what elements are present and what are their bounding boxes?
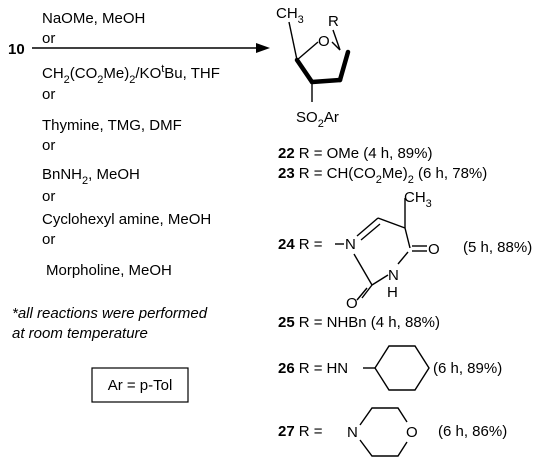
condition-malonate: CH2(CO2Me)2/KOtBu, THF xyxy=(42,63,220,86)
reaction-conditions: NaOMe, MeOH or CH2(CO2Me)2/KOtBu, THF or… xyxy=(42,10,220,279)
thymine-n3: N xyxy=(388,267,399,284)
condition-or: or xyxy=(42,30,55,47)
bond-n1-c6 xyxy=(356,217,379,237)
bond-c4-n3 xyxy=(397,251,409,265)
note-line-2: at room temperature xyxy=(12,325,148,342)
morpholine-n: N xyxy=(347,424,358,441)
condition-bnnh2: BnNH2, MeOH xyxy=(42,166,140,187)
bond-c5-c4 xyxy=(404,227,411,249)
thymine-n1: N xyxy=(345,236,356,253)
bond-o-c1 xyxy=(331,41,341,51)
product-structure: CH3 O R SO2Ar xyxy=(276,5,351,130)
condition-thymine: Thymine, TMG, DMF xyxy=(42,117,182,134)
bond-c2-o xyxy=(361,284,373,299)
condition-morpholine: Morpholine, MeOH xyxy=(46,262,172,279)
compound-27-result: (6 h, 86%) xyxy=(438,423,507,440)
condition-or: or xyxy=(42,137,55,154)
note-line-1: *all reactions were performed xyxy=(12,305,208,322)
ar-definition: Ar = p-Tol xyxy=(108,377,173,394)
bond-c4-c3 xyxy=(294,57,315,85)
bond-c3-c2 xyxy=(309,77,343,85)
thymine-n3-h: H xyxy=(387,284,398,301)
bond-c2-c1 xyxy=(337,49,351,83)
condition-cyclohexylamine: Cyclohexyl amine, MeOH xyxy=(42,211,211,228)
product-ring-oxygen: O xyxy=(318,33,330,50)
bond-ch3 xyxy=(288,21,298,61)
thymine-o4: O xyxy=(428,241,440,258)
bond-n3-c2 xyxy=(371,274,389,286)
cyclohexane-ring xyxy=(374,345,430,391)
bond-c1-r xyxy=(332,29,341,51)
bond-c2-o-double xyxy=(356,287,368,301)
condition-or: or xyxy=(42,231,55,248)
morpholine-o: O xyxy=(406,424,418,441)
bond-c6-double xyxy=(360,223,381,241)
thymine-structure: N CH3 O N H O (5 h, 88%) xyxy=(335,189,532,312)
condition-naome: NaOMe, MeOH xyxy=(42,10,145,27)
cyclohexyl-structure: (6 h, 89%) xyxy=(363,345,502,391)
ar-definition-box xyxy=(91,367,189,403)
bond-c2-n1 xyxy=(353,253,373,286)
starting-material-label: 10 xyxy=(8,41,25,58)
reaction-arrow-head xyxy=(256,43,270,53)
condition-or: or xyxy=(42,86,55,103)
bond-c6-c5 xyxy=(377,217,406,229)
morpholine-structure: N O (6 h, 86%) xyxy=(347,407,507,457)
compound-24-result: (5 h, 88%) xyxy=(463,239,532,256)
thymine-ch3: CH3 xyxy=(404,189,432,210)
morpholine-top-bonds xyxy=(359,407,408,426)
product-so2ar: SO2Ar xyxy=(296,109,339,130)
condition-or: or xyxy=(42,188,55,205)
compound-26-result: (6 h, 89%) xyxy=(433,360,502,377)
product-ch3: CH3 xyxy=(276,5,304,26)
thymine-o2: O xyxy=(346,295,358,312)
bond-c4-o xyxy=(296,41,319,61)
product-r-group: R xyxy=(328,13,339,30)
morpholine-bottom-bonds xyxy=(359,439,408,457)
